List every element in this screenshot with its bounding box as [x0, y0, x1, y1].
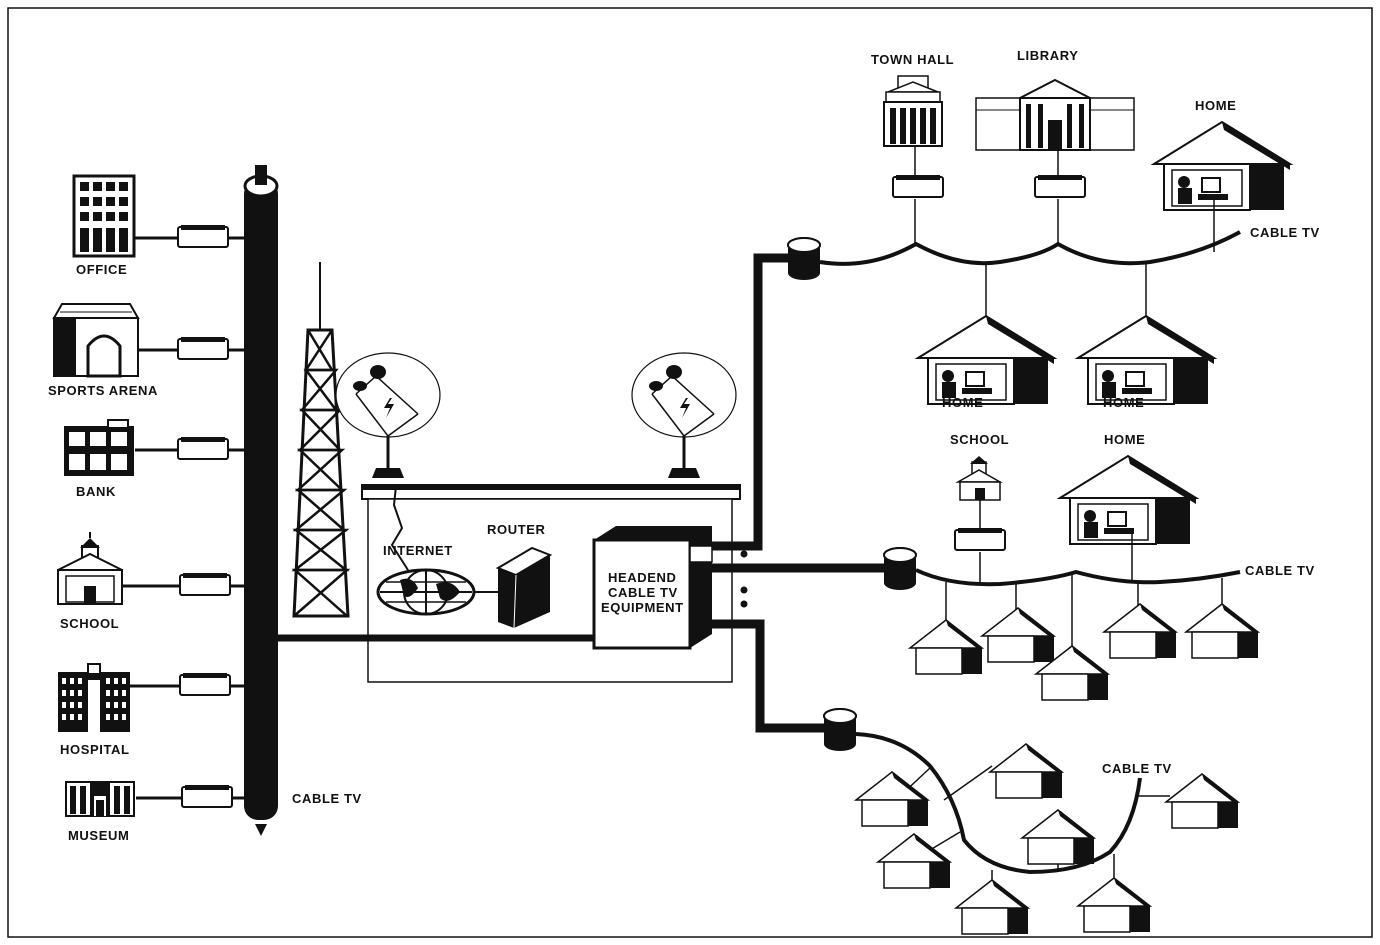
- school-left-label: SCHOOL: [60, 616, 119, 631]
- middle-branch-drops: [945, 574, 1223, 648]
- middle-branch-cable: [915, 568, 1241, 587]
- feeder-top-cable: [712, 253, 800, 551]
- house-icon: [1165, 773, 1239, 829]
- bank-modem: [177, 436, 229, 460]
- house-icon: [955, 879, 1029, 935]
- bank-icon: [64, 419, 134, 476]
- middle-branch-houses: [909, 603, 1259, 701]
- bottom-branch-cable: [855, 732, 1142, 875]
- cable-tv-mid-label: CABLE TV: [1245, 563, 1315, 578]
- house-icon: [1103, 603, 1177, 659]
- museum-icon: [65, 781, 135, 817]
- office-modem: [177, 224, 229, 248]
- router-label: ROUTER: [487, 522, 546, 537]
- headend-equipment-box: [592, 526, 713, 650]
- house-icon: [909, 619, 983, 675]
- school-right-modem: [954, 527, 1006, 551]
- sports-arena-label: SPORTS ARENA: [48, 383, 158, 398]
- hospital-label: HOSPITAL: [60, 742, 130, 757]
- headend-label-line1: HEADEND: [608, 570, 676, 585]
- home-mid-b-label: HOME: [1103, 395, 1144, 410]
- town-hall-modem: [892, 174, 944, 198]
- house-icon: [989, 743, 1063, 799]
- feeder-bottom-cable: [712, 619, 824, 733]
- main-trunk-cable: [243, 165, 279, 836]
- sports-arena-modem: [177, 336, 229, 360]
- town-hall-icon: [883, 75, 943, 147]
- frame-border: [7, 7, 1373, 938]
- school-right-icon: [955, 456, 1003, 501]
- library-icon: [975, 78, 1135, 151]
- town-hall-label: TOWN HALL: [871, 52, 954, 67]
- house-icon: [1185, 603, 1259, 659]
- house-icon: [1077, 877, 1151, 933]
- satellite-dish-left-icon: [334, 351, 442, 480]
- home-right-label: HOME: [1104, 432, 1145, 447]
- bottom-branch-houses: [855, 743, 1239, 935]
- headend-label-line2: CABLE TV: [608, 585, 678, 600]
- internet-link-zigzag: [390, 485, 409, 571]
- home-top-icon: [1153, 121, 1291, 211]
- school-left-icon: [57, 532, 123, 605]
- library-label: LIBRARY: [1017, 48, 1079, 63]
- router-icon: [495, 546, 553, 629]
- museum-label: MUSEUM: [68, 828, 129, 843]
- hospital-icon: [58, 663, 130, 732]
- cable-tv-top-label: CABLE TV: [1250, 225, 1320, 240]
- school-right-label: SCHOOL: [950, 432, 1009, 447]
- line-amplifier-top-icon: [787, 237, 821, 281]
- house-icon: [981, 607, 1055, 663]
- line-amplifier-middle-icon: [883, 547, 917, 591]
- home-right-icon: [1059, 455, 1197, 545]
- cable-tv-trunk-label: CABLE TV: [292, 791, 362, 806]
- house-icon: [877, 833, 951, 889]
- home-top-label: HOME: [1195, 98, 1236, 113]
- home-mid-b-icon: [1077, 315, 1215, 405]
- house-icon: [1021, 809, 1095, 865]
- left-modems: [177, 224, 233, 808]
- left-drop-lines: [122, 236, 244, 800]
- office-label: OFFICE: [76, 262, 127, 277]
- sports-arena-icon: [52, 303, 140, 378]
- hospital-modem: [179, 672, 231, 696]
- home-mid-a-icon: [917, 315, 1055, 405]
- museum-modem: [181, 784, 233, 808]
- office-building-icon: [72, 174, 136, 258]
- library-modem: [1034, 174, 1086, 198]
- top-branch-cable: [819, 230, 1241, 266]
- headend-label-line3: EQUIPMENT: [601, 600, 684, 615]
- headend-port-dots: [740, 550, 748, 608]
- school-left-modem: [179, 572, 231, 596]
- satellite-dish-right-icon: [630, 351, 738, 480]
- bank-label: BANK: [76, 484, 116, 499]
- cable-tv-bottom-label: CABLE TV: [1102, 761, 1172, 776]
- internet-globe-icon: [376, 568, 476, 616]
- internet-label: INTERNET: [383, 543, 453, 558]
- transmission-tower-icon: [291, 262, 351, 618]
- line-amplifier-bottom-icon: [823, 708, 857, 752]
- home-mid-a-label: HOME: [942, 395, 983, 410]
